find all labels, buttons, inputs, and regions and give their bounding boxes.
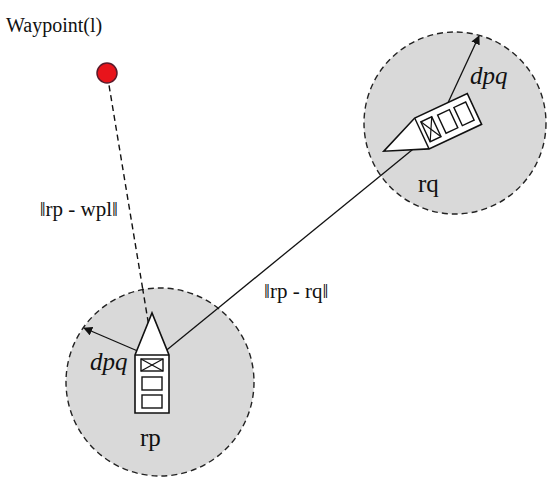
waypoint-marker: [97, 63, 117, 83]
distance-label: ‖rp - wpl‖: [38, 198, 120, 221]
zone-outline: [363, 31, 547, 215]
waypoint-dot: Waypoint(l): [96, 62, 118, 84]
safety-zone: dpq rp: [65, 287, 255, 477]
safety-zone: dpq rq: [363, 31, 547, 215]
waypoint-marker: [96, 62, 118, 84]
radius-label: dpq: [470, 62, 508, 90]
distance-dashed-line: [109, 84, 143, 289]
distance-line: [219, 176, 380, 307]
ship-symbol: [135, 313, 169, 413]
position-label: rp: [140, 424, 161, 452]
zone-outline: [66, 288, 254, 476]
zone-outline: [364, 32, 546, 214]
position-label: rq: [418, 170, 439, 198]
radius-label: dpq: [90, 348, 128, 376]
ship-symbol: [377, 94, 482, 167]
waypoint-label: Waypoint(l): [6, 14, 102, 36]
distance-label: ‖rp - rq‖: [262, 280, 330, 303]
